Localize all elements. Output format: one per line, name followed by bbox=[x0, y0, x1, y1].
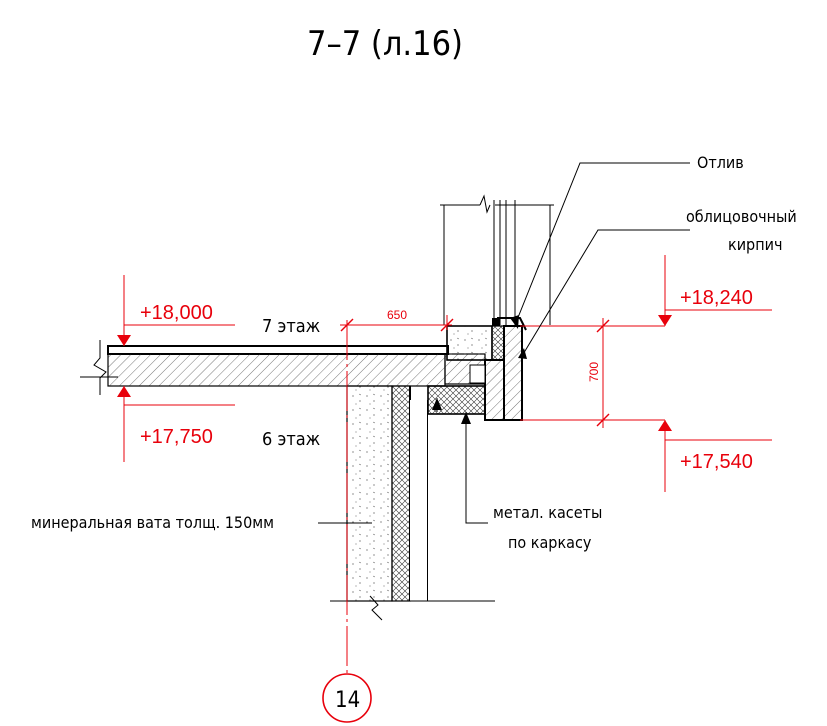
axis-label: 14 bbox=[335, 688, 360, 713]
level-mark-right-bottom: +17,540 bbox=[658, 420, 772, 492]
floor-label-6: 6 этаж bbox=[262, 429, 321, 450]
floor-slab bbox=[80, 340, 486, 395]
callout-insulation: минеральная вата толщ. 150мм bbox=[31, 513, 274, 532]
level-right-top: +18,240 bbox=[680, 287, 753, 309]
dimension-650: 650 bbox=[387, 308, 407, 322]
callout-brick-line2: кирпич bbox=[728, 235, 782, 254]
leader-cassette bbox=[432, 398, 488, 524]
axis-14: 14 bbox=[322, 320, 372, 723]
level-left-top: +18,000 bbox=[140, 302, 213, 324]
level-mark-right-top: +18,240 bbox=[658, 255, 772, 326]
section-title: 7–7 (л.16) bbox=[307, 24, 463, 64]
lower-wall bbox=[330, 385, 495, 621]
dimension-horizontal: 650 bbox=[340, 308, 454, 332]
level-left-bottom: +17,750 bbox=[140, 426, 213, 448]
leader-otliv bbox=[510, 162, 690, 329]
leader-brick bbox=[518, 229, 690, 359]
callout-brick-line1: облицовочный bbox=[686, 207, 797, 226]
level-right-bottom: +17,540 bbox=[680, 451, 753, 473]
callout-cassette-line2: по каркасу bbox=[508, 533, 592, 552]
cornice-assembly bbox=[427, 194, 554, 421]
callout-cassette-line1: метал. касеты bbox=[493, 503, 602, 522]
dimension-vertical: 700 bbox=[587, 318, 610, 428]
callout-otliv: Отлив bbox=[697, 153, 744, 172]
dimension-700: 700 bbox=[587, 362, 601, 382]
floor-label-7: 7 этаж bbox=[262, 316, 321, 337]
level-mark-left-bottom: +17,750 bbox=[117, 386, 235, 462]
level-mark-left-top: +18,000 bbox=[117, 275, 235, 346]
